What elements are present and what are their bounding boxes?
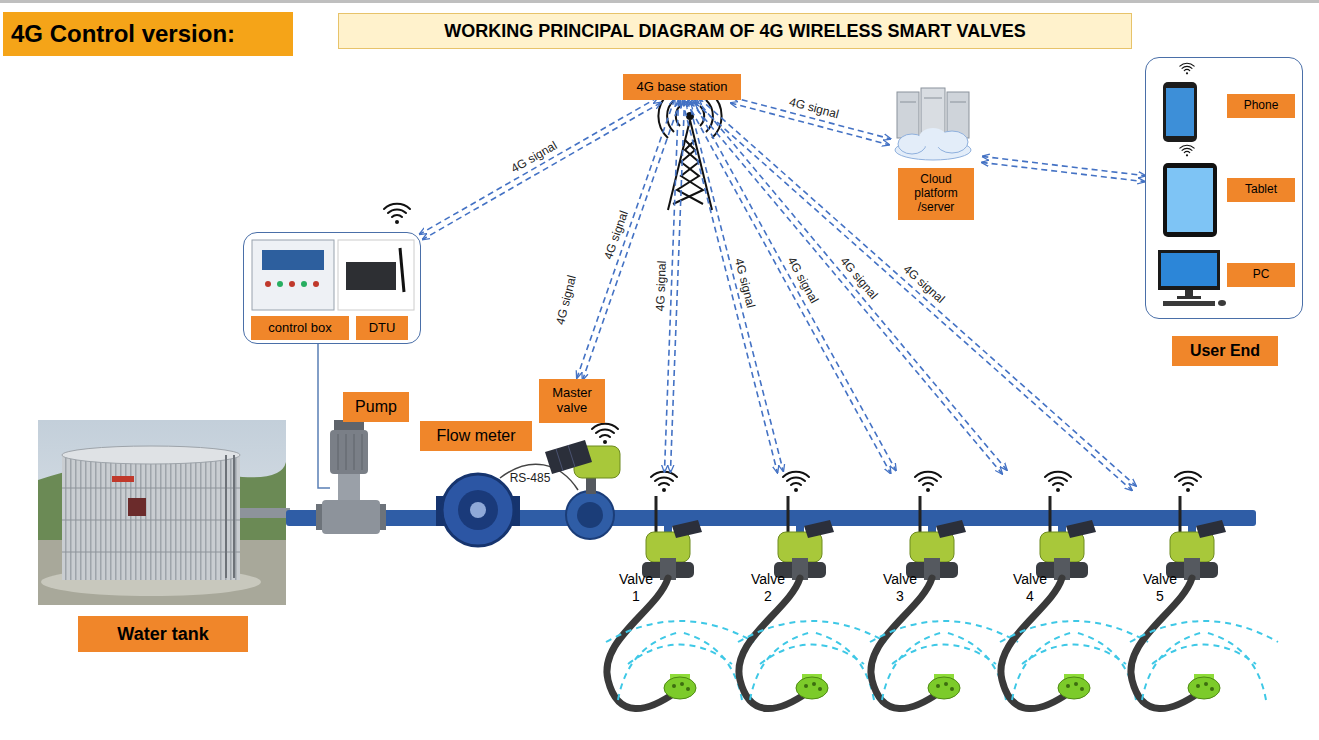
dashed-line <box>583 101 681 380</box>
base-station-tower <box>658 94 721 210</box>
signal-label: RS-485 <box>510 471 551 485</box>
dashed-line <box>687 101 891 473</box>
node-text: control box <box>268 321 332 336</box>
dashed-line <box>688 99 783 471</box>
dashed-line <box>692 99 896 471</box>
valve-symbols <box>606 472 1278 709</box>
top-bar <box>0 0 1319 3</box>
heading-box: 4G Control version: <box>3 12 293 56</box>
signal-connector <box>982 156 1146 181</box>
master-valve-symbol <box>545 424 620 539</box>
valve-node: Valve 2 <box>742 472 852 602</box>
label-box: Master valve <box>539 379 605 423</box>
edge-label: 4G signal <box>788 95 841 121</box>
node-text: User End <box>1172 336 1278 366</box>
power-wire <box>318 344 330 488</box>
dashed-line <box>670 100 684 472</box>
valve-node: Valve 5 <box>1134 472 1244 602</box>
label-box: Water tank <box>78 616 248 652</box>
node-text: Phone <box>1244 99 1279 113</box>
valve-node: Valve 3 <box>874 472 984 602</box>
node-text: Valve 3 <box>878 570 922 606</box>
node-text: Pump <box>355 398 397 416</box>
main-pipe <box>286 510 1256 526</box>
label-box: Tablet <box>1227 178 1295 202</box>
flow-meter-symbol <box>436 474 520 546</box>
dashed-line <box>699 98 1136 486</box>
node-text: Tablet <box>1245 183 1277 197</box>
water-tank-photo <box>38 420 290 605</box>
node-text: 4G base station <box>636 80 727 95</box>
cloud-server-icon <box>895 88 971 160</box>
control-box-photo <box>252 240 414 310</box>
label-box: control box <box>251 316 349 340</box>
group-box: control box DTU <box>243 232 421 344</box>
signal-connector <box>577 99 680 380</box>
label-box: PC <box>1227 263 1295 287</box>
group-box: User EndPhoneTabletPC <box>1145 57 1303 319</box>
dashed-line <box>982 156 1145 175</box>
valve-node: Valve 4 <box>1004 472 1114 602</box>
signal-connector <box>695 98 1136 491</box>
node-text: Valve 5 <box>1138 570 1182 606</box>
signal-connector <box>682 99 783 472</box>
cloud-node: Cloud platform /server <box>890 88 982 220</box>
node-text: Flow meter <box>436 427 515 445</box>
dashed-line <box>577 99 675 378</box>
edge-label: 4G signal <box>732 256 758 309</box>
edge-label: 4G signal <box>654 260 670 311</box>
dashed-line <box>691 102 1003 474</box>
dashed-line <box>682 101 777 473</box>
pump-symbol <box>316 420 386 534</box>
label-box: Phone <box>1227 94 1295 118</box>
edge-label: 4G signal <box>900 262 947 306</box>
diagram-title: WORKING PRINCIPAL DIAGRAM OF 4G WIRELESS… <box>338 13 1132 49</box>
edge-label: 4G signal <box>508 138 559 175</box>
node-text: Valve 2 <box>746 570 790 606</box>
label-box: 4G base station <box>623 74 741 100</box>
dashed-line <box>695 98 1007 470</box>
signal-connector <box>687 99 896 474</box>
dashed-line <box>982 162 1145 181</box>
dashed-line <box>695 102 1132 490</box>
label-box: Pump <box>343 392 409 422</box>
edge-label: 4G signal <box>784 254 821 305</box>
label-box: DTU <box>356 316 408 340</box>
signal-label: 4G signal <box>553 274 579 327</box>
node-text: Cloud platform /server <box>898 168 974 220</box>
signal-connector <box>691 98 1007 474</box>
node-text: Water tank <box>117 624 208 645</box>
node-text: Master valve <box>539 386 605 416</box>
edge-label: 4G signal <box>837 254 880 302</box>
node-text: DTU <box>369 321 396 336</box>
node-text: PC <box>1253 268 1270 282</box>
node-text: Valve 4 <box>1008 570 1052 606</box>
node-text: Valve 1 <box>614 570 658 606</box>
wifi-icon <box>384 204 410 224</box>
valve-node: Valve 1 <box>610 472 720 602</box>
user-devices <box>1158 63 1226 306</box>
edge-label: 4G signal <box>601 209 631 261</box>
label-box: Flow meter <box>420 421 532 451</box>
node-text: 4G Control version: <box>11 20 235 48</box>
